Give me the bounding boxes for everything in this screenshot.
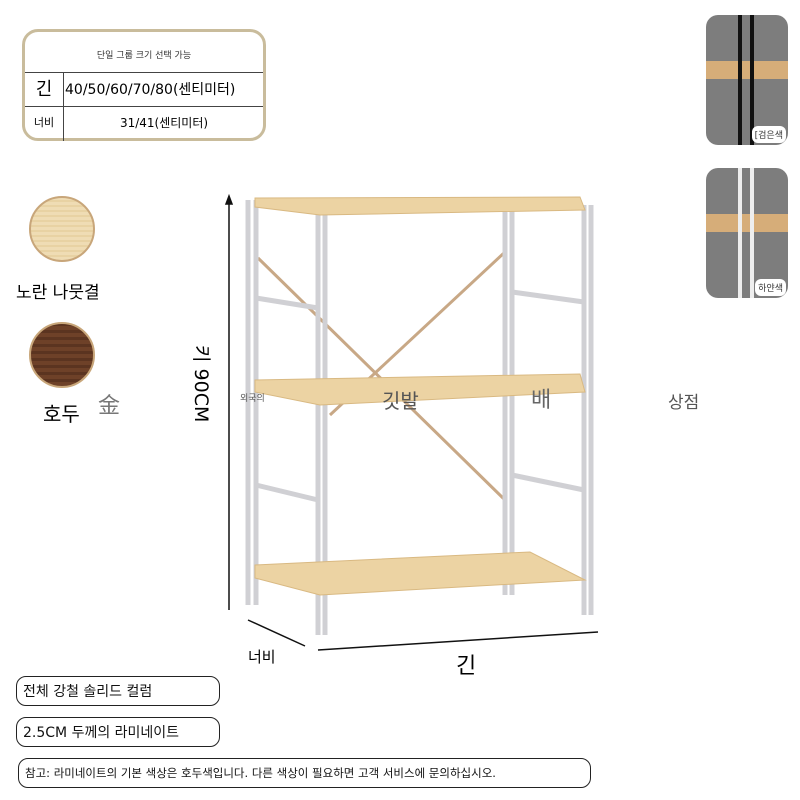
swatch-yellow-wood[interactable]	[29, 196, 95, 262]
spec-value: 31/41(센티미터)	[119, 116, 209, 130]
spec-title: 단일 그룹 크기 선택 가능	[96, 51, 192, 61]
swatch-label: 노란 나뭇결	[16, 283, 100, 303]
feature-laminate: 2.5CM 두께의 라미네이트	[16, 717, 220, 747]
feature-note: 참고: 라미네이트의 기본 색상은 호두색입니다. 다른 색상이 필요하면 고객…	[18, 758, 591, 788]
watermark-text: 외국의	[240, 394, 265, 404]
frame-option-label: 하얀색	[755, 279, 786, 296]
length-label: 긴	[456, 654, 477, 679]
width-label: 너비	[248, 648, 276, 666]
watermark-logo: 金	[98, 394, 121, 419]
spec-label: 긴	[25, 73, 64, 107]
watermark-text: 배	[531, 388, 552, 413]
size-spec-table: 단일 그룹 크기 선택 가능 긴 40/50/60/70/80(센티미터) 너비…	[22, 29, 266, 141]
height-label: 키 90CM	[190, 345, 212, 423]
frame-option-white[interactable]: 하얀색	[706, 168, 788, 298]
frame-option-label: [검은색	[751, 126, 786, 143]
dimension-arrows	[224, 193, 599, 651]
feature-steel-column: 전체 강철 솔리드 컬럼	[16, 676, 220, 706]
spec-label: 너비	[25, 107, 64, 141]
spec-row-length: 긴 40/50/60/70/80(센티미터)	[25, 72, 263, 107]
frame-option-black[interactable]: [검은색	[706, 15, 788, 145]
spec-row-width: 너비 31/41(센티미터)	[25, 106, 263, 141]
height-label-wrap: 키 90CM	[190, 345, 220, 455]
watermark-text: 상점	[668, 393, 700, 413]
swatch-walnut[interactable]	[29, 322, 95, 388]
spec-value: 40/50/60/70/80(센티미터)	[65, 82, 236, 98]
swatch-label: 호두	[43, 402, 80, 426]
watermark-text: 깃발	[382, 389, 419, 413]
